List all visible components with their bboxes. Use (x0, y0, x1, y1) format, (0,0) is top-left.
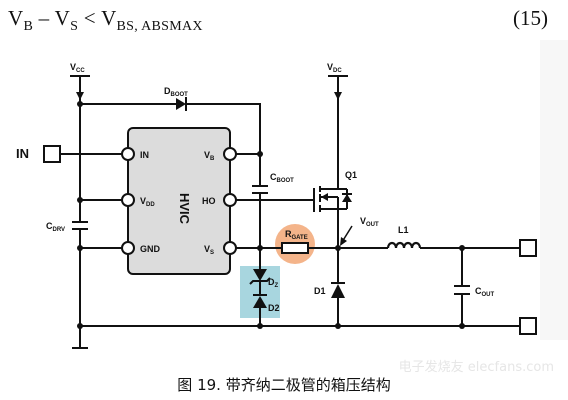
pin-gnd-label: GND (140, 244, 161, 254)
d1-label: D1 (314, 286, 326, 296)
pin-vb-circle (223, 147, 237, 161)
cboot-capacitor-icon (252, 185, 268, 194)
figure-caption: 图 19. 带齐纳二极管的箱压结构 (177, 376, 391, 394)
equation-number: (15) (513, 6, 548, 30)
pin-gnd-circle (121, 241, 135, 255)
pin-vb-label: VB (204, 150, 215, 162)
hvic-label: HVIC (177, 193, 192, 225)
vdc-label: VDC (327, 62, 342, 74)
d2-label: D2 (268, 303, 280, 313)
pin-ho-circle (223, 193, 237, 207)
mosfet-arrow-icon (321, 193, 328, 201)
in-terminal-label: IN (16, 146, 29, 161)
pin-vs-label: VS (204, 244, 214, 256)
eq-vs: V (54, 6, 71, 30)
eq-vs-sub: S (70, 19, 79, 35)
vcc-label: VCC (70, 62, 85, 74)
wires (60, 75, 520, 340)
cdrv-label: CDRV (46, 221, 65, 233)
inductor-l1-icon (386, 241, 422, 249)
pin-vs-circle (223, 241, 237, 255)
cout-label: COUT (475, 286, 495, 298)
vout-arrow-icon (340, 225, 353, 246)
pin-vdd-circle (121, 193, 135, 207)
eq-minus: – (33, 6, 55, 30)
d1-diode-icon (331, 276, 345, 298)
vcc-arrow-icon (76, 92, 84, 100)
q1-label: Q1 (345, 170, 357, 180)
hvic-pins (121, 147, 237, 255)
background-band (540, 40, 568, 340)
dz-label: DZ (268, 277, 279, 289)
eq-vbs-sub: BS, ABSMAX (116, 19, 203, 35)
ground-icon (72, 340, 88, 349)
pin-ho-label: HO (202, 196, 216, 206)
vout-terminal (519, 239, 537, 257)
eq-vbs: V (101, 6, 117, 30)
in-terminal (43, 145, 61, 163)
l1-label: L1 (398, 225, 409, 235)
dboot-diode-icon (176, 97, 187, 111)
d2-diode-icon (253, 281, 267, 312)
eq-vb: V (8, 6, 24, 30)
pin-in-circle (121, 147, 135, 161)
watermark: 电子发烧友 elecfans.com (398, 360, 554, 375)
rgate-resistor-icon (281, 242, 309, 254)
vdc-arrow-icon (334, 92, 342, 100)
rgate-label: RGATE (285, 229, 308, 241)
eq-lt: < (78, 6, 102, 30)
cdrv-capacitor-icon (72, 221, 88, 230)
gnd-terminal (519, 317, 537, 335)
junction-dots (77, 101, 465, 329)
eq-vb-sub: B (23, 19, 34, 35)
cboot-label: CBOOT (270, 172, 294, 184)
pin-vdd-label: VDD (140, 196, 155, 208)
vout-label: VOUT (360, 216, 379, 228)
pin-in-label: IN (140, 150, 149, 160)
equation: VB – VS < VBS, ABSMAX (8, 6, 203, 35)
mosfet-body-diode-icon (342, 194, 352, 202)
cout-capacitor-icon (454, 285, 470, 295)
dboot-label: DBOOT (164, 86, 188, 98)
